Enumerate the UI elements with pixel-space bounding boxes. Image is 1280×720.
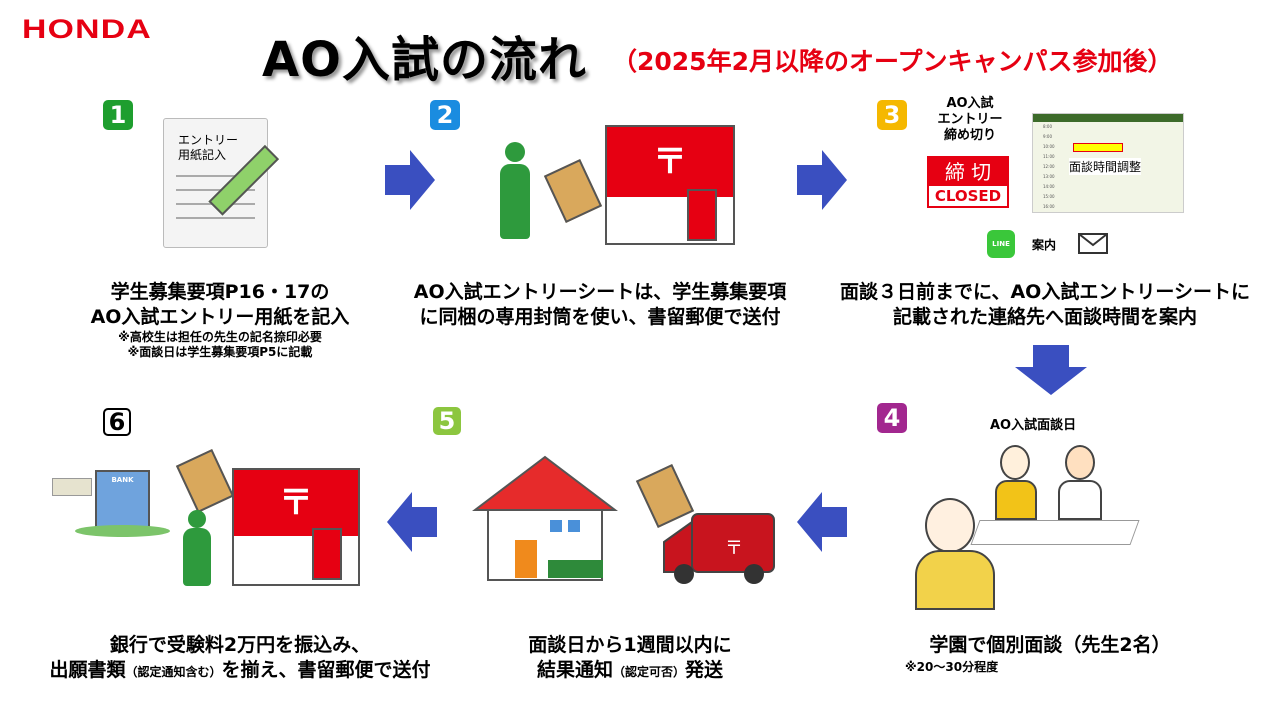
schedule-time: 15:00 (1043, 194, 1055, 199)
schedule-table: 8:00 9:00 10:00 11:00 12:00 13:00 14:00 15:00 16… (1032, 113, 1184, 213)
caption-text: 結果通知 (536, 659, 613, 681)
person-icon (188, 510, 206, 528)
line-app-icon: LINE (987, 230, 1015, 258)
step-6-caption: 銀行で受験料2万円を振込み、 出願書類（認定通知含む）を揃え、書留郵便で送付 (10, 633, 470, 685)
caption-line: に同梱の専用封筒を使い、書留郵便で送付 (419, 306, 781, 328)
step-1-badge: 1 (103, 100, 133, 130)
student-body (915, 550, 995, 610)
entry-form-label: エントリー 用紙記入 (178, 133, 239, 162)
mail-icon (1078, 233, 1108, 254)
desk (970, 520, 1140, 545)
bank-lawn (75, 525, 170, 537)
schedule-time: 14:00 (1043, 184, 1055, 189)
person-icon (505, 142, 525, 162)
schedule-label: 面談時間調整 (1069, 158, 1142, 175)
envelope-icon (175, 448, 235, 514)
house-icon (472, 455, 618, 581)
closed-jp: 締 切 (944, 160, 992, 184)
caption-text: 出願書類 (49, 659, 126, 681)
person-body (500, 164, 530, 239)
step-2-caption: AO入試エントリーシートは、学生募集要項 に同梱の専用封筒を使い、書留郵便で送付 (390, 280, 810, 330)
arrow-left-icon (387, 492, 437, 552)
caption-line: 銀行で受験料2万円を振込み、 (109, 634, 371, 656)
schedule-time: 11:00 (1043, 154, 1055, 159)
schedule-time: 10:00 (1043, 144, 1055, 149)
closed-en: CLOSED (929, 186, 1007, 206)
caption-text: 発送 (685, 659, 724, 681)
schedule-time: 13:00 (1043, 174, 1055, 179)
step-4-note: ※20～30分程度 (905, 660, 999, 674)
schedule-time: 8:00 (1043, 124, 1052, 129)
teacher-body (1058, 480, 1102, 520)
step-3-badge: 3 (877, 100, 907, 130)
caption-line: AO入試エントリーシートは、学生募集要項 (413, 281, 787, 303)
step-4-caption: 学園で個別面談（先生2名） (929, 634, 1171, 656)
schedule-time: 9:00 (1043, 134, 1052, 139)
note-line: ※面談日は学生募集要項P5に記載 (127, 345, 313, 359)
caption-line: 面談３日前までに、AO入試エントリーシートに (840, 281, 1250, 303)
deadline-label: AO入試 エントリー 締め切り (925, 96, 1015, 144)
teacher-icon (1000, 445, 1030, 480)
caption-small: （認定可否） (612, 665, 685, 679)
deadline-line: AO入試 (946, 96, 994, 111)
step-4-badge: 4 (877, 403, 907, 433)
step-1-notes: ※高校生は担任の先生の記名捺印必要 ※面談日は学生募集要項P5に記載 (60, 330, 380, 360)
honda-logo: HONDA (22, 14, 152, 44)
page-title: AO入試の流れ (262, 32, 587, 88)
page-subtitle: （2025年2月以降のオープンキャンパス参加後） (612, 47, 1173, 76)
caption-line: 学生募集要項P16・17の (110, 281, 330, 303)
teacher-body (995, 480, 1037, 520)
mail-truck-icon: 〒 (663, 513, 775, 584)
note-line: ※高校生は担任の先生の記名捺印必要 (118, 330, 322, 344)
schedule-time: 16:00 (1043, 204, 1055, 209)
deadline-line: エントリー (937, 112, 1003, 127)
arrow-right-icon (385, 150, 435, 210)
svg-text:〒: 〒 (725, 538, 743, 559)
post-office-icon: 〒 (605, 125, 735, 245)
step-5-caption: 面談日から1週間以内に 結果通知（認定可否）発送 (450, 633, 810, 685)
arrow-down-icon (1015, 345, 1087, 395)
deadline-line: 締め切り (943, 128, 996, 143)
post-office-icon: 〒 (232, 468, 360, 586)
student-icon (925, 498, 975, 553)
caption-line: 出願書類（認定通知含む）を揃え、書留郵便で送付 (10, 658, 470, 685)
arrow-right-icon (797, 150, 847, 210)
step-3-caption: 面談３日前までに、AO入試エントリーシートに 記載された連絡先へ面談時間を案内 (825, 280, 1265, 330)
caption-line: 結果通知（認定可否）発送 (450, 658, 810, 685)
caption-line: AO入試エントリー用紙を記入 (90, 306, 350, 328)
cash-icon (52, 478, 92, 496)
notice-label: 案内 (1032, 238, 1057, 252)
step-2-badge: 2 (430, 100, 460, 130)
caption-text: を揃え、書留郵便で送付 (221, 659, 431, 681)
caption-line: 記載された連絡先へ面談時間を案内 (892, 306, 1197, 328)
person-body (183, 528, 211, 586)
envelope-icon (543, 158, 603, 224)
teacher-icon (1065, 445, 1095, 480)
caption-small: （認定通知含む） (125, 665, 222, 679)
step-5-badge: 5 (433, 407, 461, 435)
step-1-caption: 学生募集要項P16・17の AO入試エントリー用紙を記入 (60, 280, 380, 330)
step-6-badge: 6 (103, 408, 131, 436)
schedule-time: 12:00 (1043, 164, 1055, 169)
interview-day-label: AO入試面談日 (990, 418, 1077, 433)
caption-line: 面談日から1週間以内に (528, 634, 732, 656)
closed-stamp: 締 切 CLOSED (927, 156, 1009, 208)
arrow-left-icon (797, 492, 847, 552)
